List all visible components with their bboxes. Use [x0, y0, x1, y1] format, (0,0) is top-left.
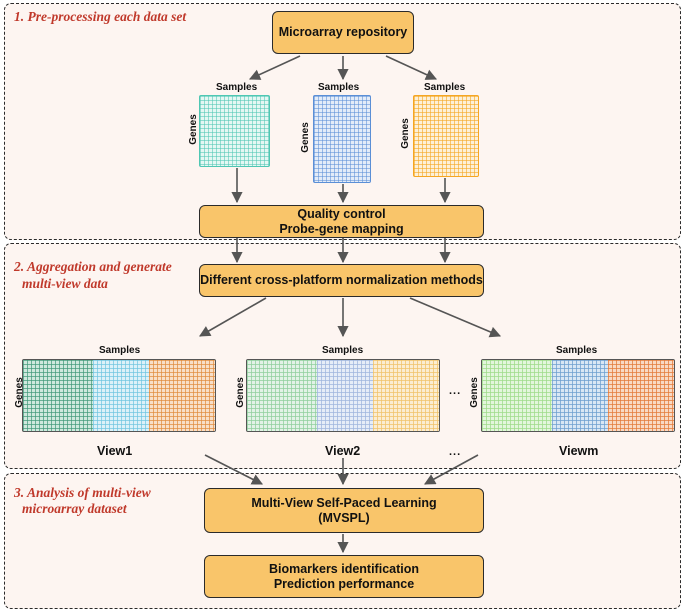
- biomarkers-label: Biomarkers identification: [268, 561, 420, 576]
- stage3-title-line2: microarray dataset: [22, 501, 127, 516]
- view2-matrix: [246, 359, 440, 432]
- view2-genes-label: Genes: [234, 377, 246, 408]
- matrix3-samples-label: Samples: [424, 82, 466, 93]
- matrix2-genes-label: Genes: [299, 122, 311, 153]
- view1-label: View1: [97, 444, 133, 458]
- biomarkers-box: Biomarkers identification Prediction per…: [204, 555, 484, 598]
- matrix3-orange: [413, 95, 479, 177]
- viewm-genes-label: Genes: [468, 377, 480, 408]
- viewm-label: Viewm: [559, 444, 599, 458]
- viewm-matrix: [481, 359, 675, 432]
- matrix1-samples-label: Samples: [216, 82, 258, 93]
- matrix3-genes-label: Genes: [399, 118, 411, 149]
- view2-segment-green: [247, 360, 317, 431]
- view1-samples-label: Samples: [99, 345, 141, 356]
- viewm-segment-blue: [552, 360, 608, 431]
- stage2-title-line2: multi-view data: [22, 276, 108, 291]
- mvspl-box: Multi-View Self-Paced Learning (MVSPL): [204, 488, 484, 533]
- view1-segment-green: [23, 360, 93, 431]
- normalization-box: Different cross-platform normalization m…: [199, 264, 484, 297]
- arrow-view1-to-mvspl: [204, 454, 263, 485]
- view1-segment-orange: [149, 360, 215, 431]
- viewm-segment-orange: [608, 360, 674, 431]
- microarray-repository-box: Microarray repository: [272, 11, 414, 54]
- matrix1-teal: [199, 95, 270, 167]
- quality-control-box: Quality control Probe-gene mapping: [199, 205, 484, 238]
- matrix2-blue: [313, 95, 371, 183]
- viewm-samples-label: Samples: [556, 345, 598, 356]
- viewm-segment-green: [482, 360, 552, 431]
- microarray-repository-label: Microarray repository: [278, 25, 408, 39]
- arrow-viewm-to-mvspl: [424, 454, 479, 485]
- arrow-norm-to-viewm: [409, 297, 502, 338]
- view1-segment-blue: [93, 360, 149, 431]
- matrix2-samples-label: Samples: [318, 82, 360, 93]
- stage2-title-line1: 2. Aggregation and generate: [14, 259, 172, 274]
- arrow-repo-to-m3: [385, 55, 438, 80]
- quality-control-label: Quality control: [297, 206, 386, 221]
- stage3-title-line1: 3. Analysis of multi-view: [14, 485, 151, 500]
- prediction-performance-label: Prediction performance: [273, 576, 415, 591]
- stage1-title: 1. Pre-processing each data set: [14, 9, 187, 24]
- view-ellipsis-middle: ...: [449, 385, 462, 397]
- arrow-norm-to-view1: [199, 297, 267, 337]
- view-ellipsis-bottom: ...: [449, 446, 462, 458]
- view1-matrix: [22, 359, 216, 432]
- view2-label: View2: [325, 444, 361, 458]
- mvspl-label-line2: (MVSPL): [318, 510, 370, 525]
- view2-segment-blue: [317, 360, 373, 431]
- view2-samples-label: Samples: [322, 345, 364, 356]
- mvspl-label-line1: Multi-View Self-Paced Learning: [251, 495, 437, 510]
- probe-gene-mapping-label: Probe-gene mapping: [279, 221, 404, 236]
- matrix1-genes-label: Genes: [187, 114, 199, 145]
- normalization-label: Different cross-platform normalization m…: [200, 273, 483, 287]
- arrow-repo-to-m1: [248, 55, 301, 80]
- view2-segment-orange: [373, 360, 439, 431]
